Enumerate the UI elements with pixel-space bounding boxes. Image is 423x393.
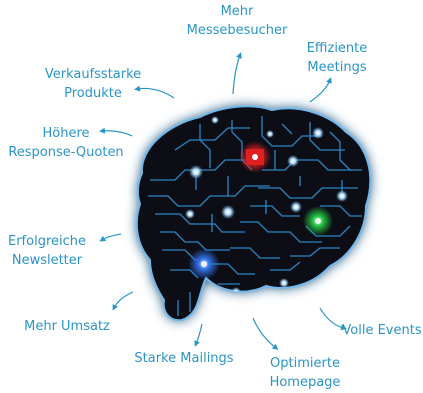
label-starke-mailings: Starke Mailings	[134, 349, 233, 368]
label-mehr-umsatz: Mehr Umsatz	[24, 317, 110, 336]
brain-circuit-icon	[135, 105, 372, 322]
label-hoehere-response-quoten: Höhere Response-Quoten	[8, 124, 123, 162]
label-line: Mehr Umsatz	[24, 319, 110, 334]
label-line: Meetings	[307, 60, 367, 75]
label-mehr-messebesucher: Mehr Messebesucher	[187, 2, 288, 40]
label-line: Volle Events	[342, 323, 422, 338]
label-line: Starke Mailings	[134, 351, 234, 366]
label-line: Höhere	[42, 126, 90, 141]
label-verkaufsstarke-produkte: Verkaufsstarke Produkte	[45, 65, 141, 103]
label-line: Optimierte	[270, 356, 340, 371]
label-line: Erfolgreiche	[7, 234, 87, 249]
label-line: Mehr	[220, 4, 254, 19]
label-line: Messebesucher	[186, 23, 288, 38]
label-erfolgreiche-newsletter: Erfolgreiche Newsletter	[8, 232, 86, 270]
label-line: Newsletter	[11, 253, 83, 268]
label-line: Homepage	[269, 375, 341, 390]
label-line: Produkte	[64, 86, 122, 101]
label-optimierte-homepage: Optimierte Homepage	[270, 354, 341, 392]
label-effiziente-meetings: Effiziente Meetings	[307, 39, 368, 77]
label-line: Response-Quoten	[8, 145, 124, 160]
label-line: Effiziente	[306, 41, 368, 56]
label-volle-events: Volle Events	[342, 321, 421, 340]
label-line: Verkaufsstarke	[44, 67, 142, 82]
curved-arrow-icon	[99, 52, 347, 350]
